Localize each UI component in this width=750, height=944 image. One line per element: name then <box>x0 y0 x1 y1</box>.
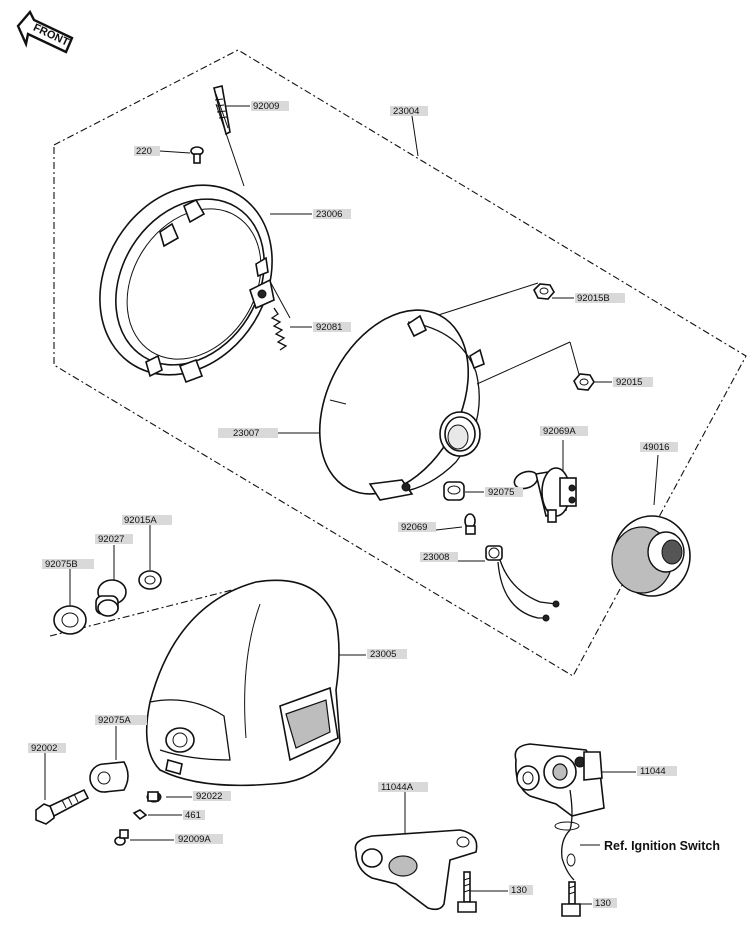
socket-23008 <box>485 545 560 622</box>
reflector-23007 <box>318 309 485 501</box>
label-11044A: 11044A <box>381 782 414 793</box>
label-92009: 92009 <box>253 101 279 112</box>
label-220: 220 <box>136 146 152 157</box>
label-130-left: 130 <box>511 885 527 896</box>
label-92069: 92069 <box>401 522 427 533</box>
dust-cap-49016 <box>611 515 691 597</box>
damper-92075A <box>89 761 129 793</box>
nut-92015 <box>573 373 595 391</box>
label-92022: 92022 <box>196 791 222 802</box>
screw-92009A <box>114 829 129 846</box>
label-11044: 11044 <box>640 766 666 777</box>
headlight-rim-23006 <box>99 184 275 384</box>
label-92075A: 92075A <box>98 715 131 726</box>
bracket-11044A <box>354 829 478 911</box>
label-23007: 23007 <box>233 428 259 439</box>
nut-92015A <box>138 570 162 590</box>
bolt-130-right <box>561 881 581 917</box>
screw-220 <box>190 146 204 164</box>
label-461: 461 <box>185 810 201 821</box>
spring-92081 <box>270 307 288 351</box>
grommet-92075 <box>443 481 465 501</box>
collar-92027 <box>95 579 127 617</box>
part-labels: 92009 23004 220 23006 92015B 92081 92015… <box>28 101 678 909</box>
bolt-92002 <box>35 788 90 825</box>
label-23008: 23008 <box>423 552 449 563</box>
label-92081: 92081 <box>316 322 342 333</box>
nut-92015B <box>533 283 555 300</box>
ref-ignition-switch: Ref. Ignition Switch <box>604 839 720 853</box>
bolt-92009 <box>213 85 231 136</box>
label-92015B: 92015B <box>577 293 610 304</box>
damper-92075B <box>53 605 87 635</box>
label-92075B: 92075B <box>45 559 78 570</box>
label-92069A: 92069A <box>543 426 576 437</box>
bulb-92069 <box>464 513 476 535</box>
label-92009A: 92009A <box>178 834 211 845</box>
label-92015: 92015 <box>616 377 642 388</box>
bracket-11044 <box>514 743 605 817</box>
headlight-case-23005 <box>145 579 341 787</box>
label-23006: 23006 <box>316 209 342 220</box>
part-461 <box>132 809 148 821</box>
bolt-130-left <box>457 871 477 913</box>
label-92015A: 92015A <box>124 515 157 526</box>
leader-lines <box>44 103 659 905</box>
label-92002: 92002 <box>31 743 57 754</box>
front-arrow-icon: FRONT <box>16 9 74 54</box>
bulb-92069A <box>513 467 577 523</box>
ignition-wire <box>554 789 580 881</box>
label-23005: 23005 <box>370 649 396 660</box>
collar-92022 <box>146 791 162 803</box>
label-23004: 23004 <box>393 106 419 117</box>
label-49016: 49016 <box>643 442 669 453</box>
label-92027: 92027 <box>98 534 124 545</box>
label-92075: 92075 <box>488 487 514 498</box>
label-130-right: 130 <box>595 898 611 909</box>
